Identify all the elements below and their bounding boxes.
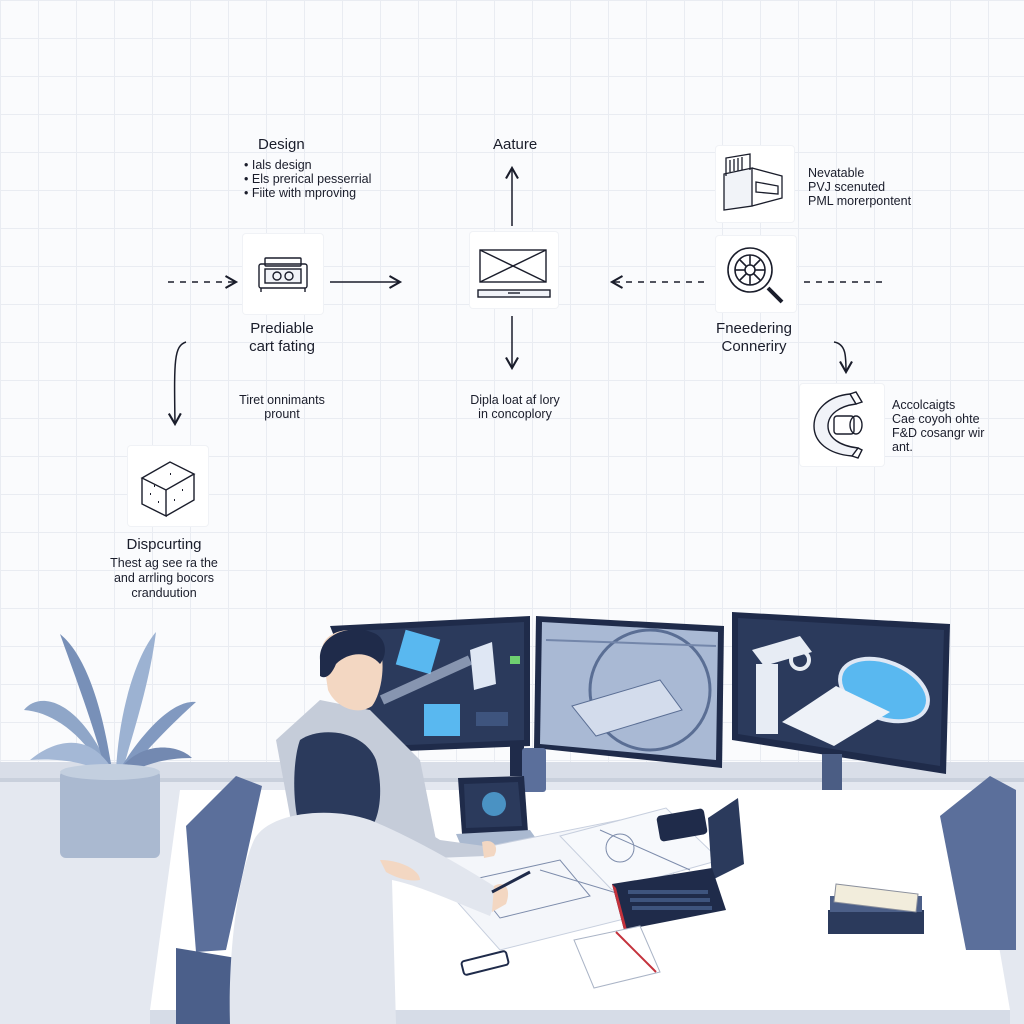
person-male xyxy=(276,629,497,870)
predictable-line: Prediable xyxy=(250,320,314,337)
accel-label: Accolcaigts Cae coyoh ohte F&D cosangr w… xyxy=(892,398,984,454)
freedering-line: Conneriry xyxy=(721,338,787,355)
machine-icon xyxy=(243,234,323,314)
magnifier-gear-icon xyxy=(716,236,796,312)
accel-line: ant. xyxy=(892,440,913,454)
design-bullet: Fiite with mproving xyxy=(244,186,371,200)
dispurting-line: Thest ag see ra the xyxy=(110,556,218,570)
accel-line: Cae coyoh ohte xyxy=(892,412,980,426)
dispurting-text: Thest ag see ra the and arrling bocors c… xyxy=(94,556,234,601)
dispurting-title: Dispcurting xyxy=(126,536,202,553)
dipla-line: Dipla loat af lory xyxy=(470,393,560,407)
predictable-label: Prediable cart fating xyxy=(222,320,342,356)
dipla-line: in concoplory xyxy=(478,407,552,421)
tiret-line: Tiret onnimants xyxy=(239,393,325,407)
right-top-line: PVJ scenuted xyxy=(808,180,886,194)
clamp-part-icon xyxy=(800,384,884,466)
design-bullet: Ials design xyxy=(244,158,371,172)
freedering-label: Fneedering Conneriry xyxy=(694,320,814,356)
freedering-line: Fneedering xyxy=(716,320,792,337)
right-top-line: PML morerpontent xyxy=(808,194,912,208)
right-top-text: Nevatable PVJ scenuted PML morerpontent xyxy=(808,166,911,208)
design-title: Design xyxy=(258,136,305,153)
printer-icon xyxy=(716,146,794,222)
cube-icon xyxy=(128,446,208,526)
screen-icon xyxy=(470,232,558,308)
accel-line: Accolcaigts xyxy=(892,398,956,412)
dispurting-line: and arrling bocors xyxy=(113,571,215,585)
person-female xyxy=(229,732,531,1024)
dipla-label: Dipla loat af lory in concoplory xyxy=(455,393,575,421)
tiret-line: prount xyxy=(264,407,300,421)
accel-line: F&D cosangr wir xyxy=(892,426,985,440)
tiret-label: Tiret onnimants prount xyxy=(222,393,342,421)
center-title: Aature xyxy=(493,136,538,153)
right-top-line: Nevatable xyxy=(808,166,865,180)
dispurting-line: cranduution xyxy=(131,586,197,600)
flow-arrows xyxy=(167,165,882,427)
plant-illustration xyxy=(24,632,196,858)
predictable-line: cart fating xyxy=(249,338,315,355)
design-bullets: Ials design Els prerical pesserrial Fiit… xyxy=(244,158,371,200)
design-bullet: Els prerical pesserrial xyxy=(244,172,371,186)
